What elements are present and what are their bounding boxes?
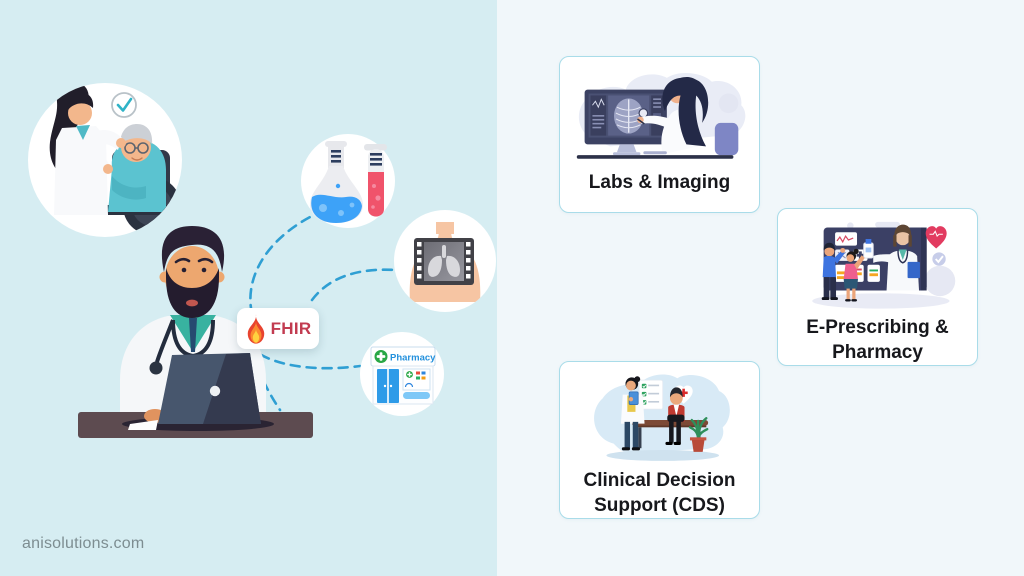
doctor-with-clipboard — [620, 376, 645, 451]
pharmacy-sign-label: Pharmacy — [390, 353, 436, 364]
card-e-prescribing-pharmacy: E-Prescribing & Pharmacy — [777, 208, 978, 366]
pharmacy-storefront-icon: Pharmacy — [370, 346, 436, 405]
verified-check-badge — [111, 92, 137, 118]
card-labs-imaging-label: Labs & Imaging — [588, 172, 731, 193]
card-labs-imaging: Labs & Imaging — [559, 56, 760, 213]
chair — [714, 122, 738, 156]
fhir-hub-illustration: Pharmacy — [28, 83, 496, 438]
doctor-at-laptop — [78, 226, 313, 438]
check-circle-icon — [931, 252, 946, 266]
fhir-badge: FHIR — [237, 308, 319, 349]
potted-plant — [688, 417, 708, 452]
seated-patient — [664, 387, 685, 445]
website-url: anisolutions.com — [22, 535, 145, 552]
card-clinical-decision-support-label: Clinical Decision Support (CDS) — [583, 470, 736, 516]
card-clinical-decision-support: Clinical Decision Support (CDS) — [559, 361, 760, 519]
standing-woman — [843, 248, 865, 302]
flask-icon — [309, 141, 364, 223]
e-prescribing-illustration — [811, 221, 955, 309]
labs-imaging-illustration — [576, 73, 745, 159]
fhir-badge-label: FHIR — [270, 318, 312, 338]
desk-line — [576, 155, 733, 159]
keyboard — [642, 151, 667, 155]
left-illustration-panel: Pharmacy — [0, 0, 497, 576]
lab-tests-circle — [301, 134, 395, 228]
pharmacy-circle: Pharmacy — [360, 332, 444, 416]
patient-care-circle — [28, 83, 182, 237]
cds-illustration — [593, 374, 730, 461]
standing-man — [821, 242, 845, 301]
laptop — [128, 353, 261, 430]
lungs-glyph — [428, 245, 460, 277]
imaging-circle — [394, 210, 496, 312]
connector-to-imaging — [310, 268, 397, 302]
radiologist-figure — [636, 76, 708, 155]
nurse — [49, 83, 126, 215]
connector-to-labs — [249, 214, 314, 316]
card-e-prescribing-pharmacy-label: E-Prescribing & Pharmacy — [806, 317, 949, 363]
chest-xray-icon — [409, 222, 481, 302]
test-tube-icon — [364, 144, 387, 217]
elderly-patient — [108, 124, 166, 212]
telehealth-doctor — [862, 224, 920, 291]
fhir-flame-icon — [247, 313, 264, 344]
heart-icon — [925, 226, 947, 249]
